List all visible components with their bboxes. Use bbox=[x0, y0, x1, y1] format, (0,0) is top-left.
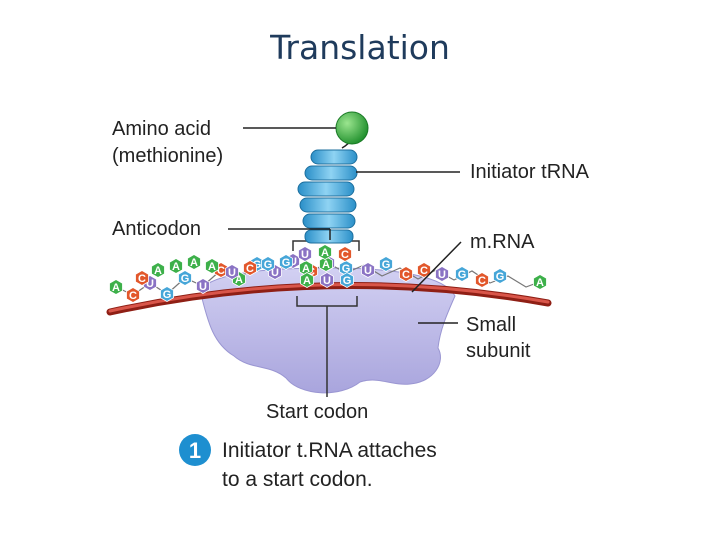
amino-acid-label: Amino acid bbox=[112, 118, 211, 140]
mrna-upper-base-12: U bbox=[361, 262, 375, 278]
mrna-label: m.RNA bbox=[470, 231, 535, 253]
mrna-upper-base-20: A bbox=[533, 274, 547, 290]
svg-text:G: G bbox=[382, 259, 391, 271]
svg-text:C: C bbox=[478, 275, 486, 287]
anticodon-base-0: U bbox=[298, 246, 312, 262]
svg-text:U: U bbox=[289, 256, 297, 268]
slide-title: Translation bbox=[270, 28, 450, 67]
mrna-lower-base-1: C bbox=[126, 287, 140, 303]
initiator-trna bbox=[297, 127, 358, 244]
mrna-upper-base-16: U bbox=[435, 266, 449, 282]
mrna-upper-base-8: G bbox=[279, 254, 293, 270]
codon-base-0: A bbox=[300, 272, 314, 288]
svg-text:A: A bbox=[302, 263, 310, 275]
step-number: 1 bbox=[189, 438, 201, 463]
start-codon-label: Start codon bbox=[266, 401, 368, 423]
svg-text:A: A bbox=[208, 261, 216, 273]
small-subunit-label-line2: subunit bbox=[466, 340, 531, 362]
mrna-upper-base-17: G bbox=[455, 266, 469, 282]
mrna-upper-base-0: C bbox=[135, 270, 149, 286]
mrna-upper-base-3: A bbox=[187, 254, 201, 270]
mrna-upper-base-6: C bbox=[243, 260, 257, 276]
step-number-badge bbox=[179, 434, 211, 466]
svg-text:U: U bbox=[438, 269, 446, 281]
mrna-upper-base-14: C bbox=[399, 266, 413, 282]
step-caption-line2: to a start codon. bbox=[222, 468, 373, 491]
methionine-amino-acid bbox=[335, 111, 369, 145]
svg-text:U: U bbox=[146, 278, 154, 290]
anticodon-base-1: A bbox=[318, 244, 332, 260]
svg-text:A: A bbox=[321, 247, 329, 259]
mrna-lower-base-3: G bbox=[160, 286, 174, 302]
mrna-lower-base-5: U bbox=[196, 278, 210, 294]
svg-text:G: G bbox=[264, 259, 273, 271]
svg-text:A: A bbox=[190, 257, 198, 269]
svg-text:A: A bbox=[112, 282, 120, 294]
svg-text:C: C bbox=[246, 263, 254, 275]
mrna-upper-base-18: C bbox=[475, 272, 489, 288]
svg-text:C: C bbox=[217, 265, 225, 277]
methionine-label: (methionine) bbox=[112, 145, 223, 167]
svg-text:U: U bbox=[301, 249, 309, 261]
mrna-upper-base-19: G bbox=[493, 268, 507, 284]
svg-text:G: G bbox=[282, 257, 291, 269]
svg-text:U: U bbox=[323, 275, 331, 287]
mrna-lower-base-0: A bbox=[109, 279, 123, 295]
mrna-lower-base-4: G bbox=[178, 270, 192, 286]
svg-text:G: G bbox=[342, 263, 351, 275]
svg-text:G: G bbox=[458, 269, 467, 281]
svg-text:U: U bbox=[228, 267, 236, 279]
step-caption-line1: Initiator t.RNA attaches bbox=[222, 439, 437, 462]
mrna-upper-base-4: A bbox=[205, 258, 219, 274]
svg-text:U: U bbox=[199, 281, 207, 293]
svg-text:U: U bbox=[364, 265, 372, 277]
mrna-upper-base-13: G bbox=[379, 256, 393, 272]
mrna-upper-base-7: G bbox=[261, 256, 275, 272]
svg-text:A: A bbox=[303, 275, 311, 287]
svg-text:C: C bbox=[129, 290, 137, 302]
initiator-trna-label: Initiator tRNA bbox=[470, 161, 590, 183]
mrna-upper-base-2: A bbox=[169, 258, 183, 274]
svg-text:C: C bbox=[420, 265, 428, 277]
small-subunit-label-line1: Small bbox=[466, 314, 516, 336]
svg-text:C: C bbox=[138, 273, 146, 285]
svg-text:G: G bbox=[163, 289, 172, 301]
svg-text:C: C bbox=[402, 269, 410, 281]
codon-base-2: G bbox=[340, 272, 354, 288]
anticodon-base-2: C bbox=[338, 246, 352, 262]
anticodon-label: Anticodon bbox=[112, 218, 201, 240]
svg-text:G: G bbox=[496, 271, 505, 283]
mrna-upper-base-5: U bbox=[225, 264, 239, 280]
svg-text:A: A bbox=[172, 261, 180, 273]
codon-base-1: U bbox=[320, 272, 334, 288]
svg-text:A: A bbox=[536, 277, 544, 289]
svg-text:C: C bbox=[341, 249, 349, 261]
mrna-upper-base-1: A bbox=[151, 262, 165, 278]
svg-text:A: A bbox=[154, 265, 162, 277]
svg-text:U: U bbox=[271, 267, 279, 279]
svg-text:G: G bbox=[253, 259, 262, 271]
svg-text:G: G bbox=[181, 273, 190, 285]
mrna-upper-base-15: C bbox=[417, 262, 431, 278]
svg-text:A: A bbox=[235, 274, 243, 286]
svg-text:A: A bbox=[322, 259, 330, 271]
svg-text:G: G bbox=[343, 275, 352, 287]
mrna-upper-base-10: A bbox=[319, 256, 333, 272]
